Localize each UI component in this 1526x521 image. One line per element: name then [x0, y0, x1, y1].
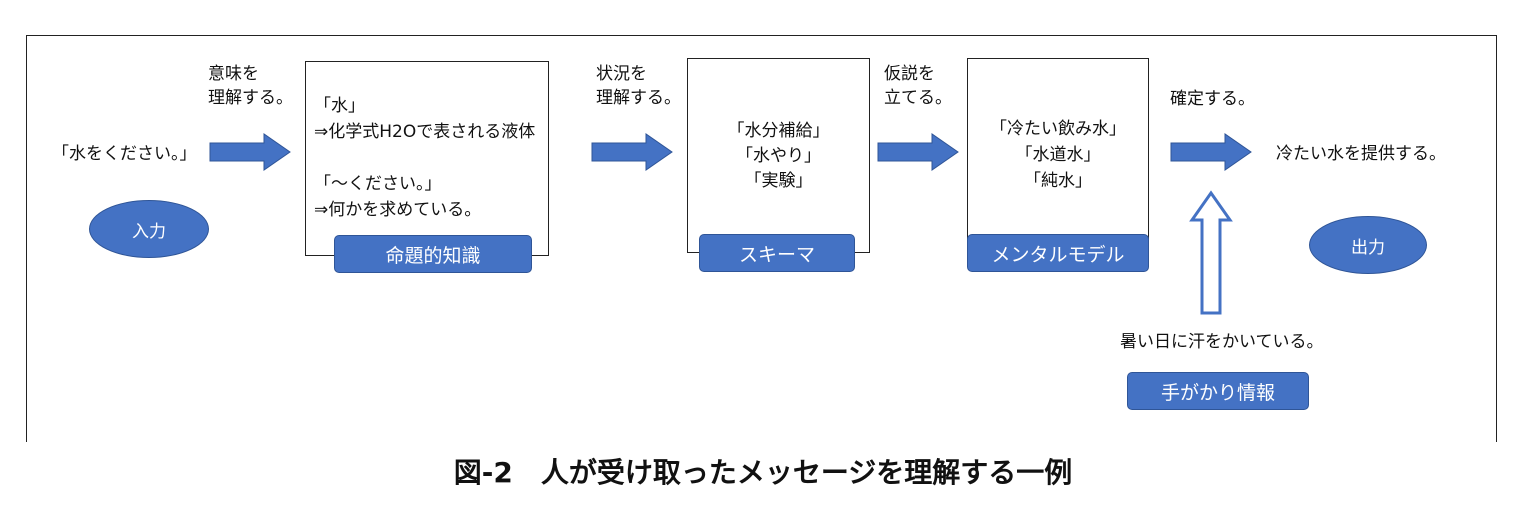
mental-model-box: 「冷たい飲み水」 「水道水」 「純水」: [967, 58, 1149, 253]
box1-line2: ⇒化学式H2Oで表される液体: [314, 122, 536, 142]
box1-line4: ⇒何かを求めている。: [314, 200, 482, 220]
step2-label-line1: 状況を: [596, 64, 647, 84]
box2-line1: 「水分補給」: [727, 121, 830, 141]
clue-text: 暑い日に汗をかいている。: [1120, 332, 1324, 352]
input-badge: 入力: [89, 200, 209, 258]
box2-line3: 「実験」: [744, 171, 813, 191]
step2-label-line2: 理解する。: [596, 88, 681, 108]
box3-line1: 「冷たい飲み水」: [990, 119, 1126, 139]
diagram-frame: [26, 35, 1497, 442]
clue-tag: 手がかり情報: [1127, 372, 1309, 410]
box3-line2: 「水道水」: [1015, 145, 1101, 165]
schema-tag: スキーマ: [699, 234, 855, 272]
arrow-right-icon: [877, 133, 959, 171]
input-text: 「水をください。」: [52, 144, 197, 164]
box1-line1: 「水」: [314, 96, 365, 116]
step3-label-line1: 仮説を: [884, 64, 935, 84]
arrow-up-hollow-icon: [1189, 190, 1233, 315]
figure-caption: 図-2 人が受け取ったメッセージを理解する一例: [453, 456, 1073, 489]
step1-label-line1: 意味を: [208, 64, 259, 84]
schema-box: 「水分補給」 「水やり」 「実験」: [687, 58, 870, 253]
arrow-right-icon: [209, 133, 291, 171]
mental-model-tag: メンタルモデル: [967, 234, 1149, 272]
arrow-right-icon: [1170, 133, 1252, 171]
box1-line3: 「～ください。」: [314, 174, 442, 194]
propositional-knowledge-box: 「水」 ⇒化学式H2Oで表される液体 「～ください。」 ⇒何かを求めている。: [305, 61, 549, 256]
step3-label-line2: 立てる。: [884, 88, 952, 108]
box2-line2: 「水やり」: [736, 146, 821, 166]
output-badge: 出力: [1309, 216, 1427, 274]
arrow-right-icon: [591, 133, 673, 171]
output-text: 冷たい水を提供する。: [1276, 144, 1446, 164]
propositional-knowledge-tag: 命題的知識: [334, 235, 532, 273]
step1-label-line2: 理解する。: [208, 88, 293, 108]
box3-line3: 「純水」: [1024, 171, 1092, 191]
step4-label: 確定する。: [1170, 89, 1255, 109]
